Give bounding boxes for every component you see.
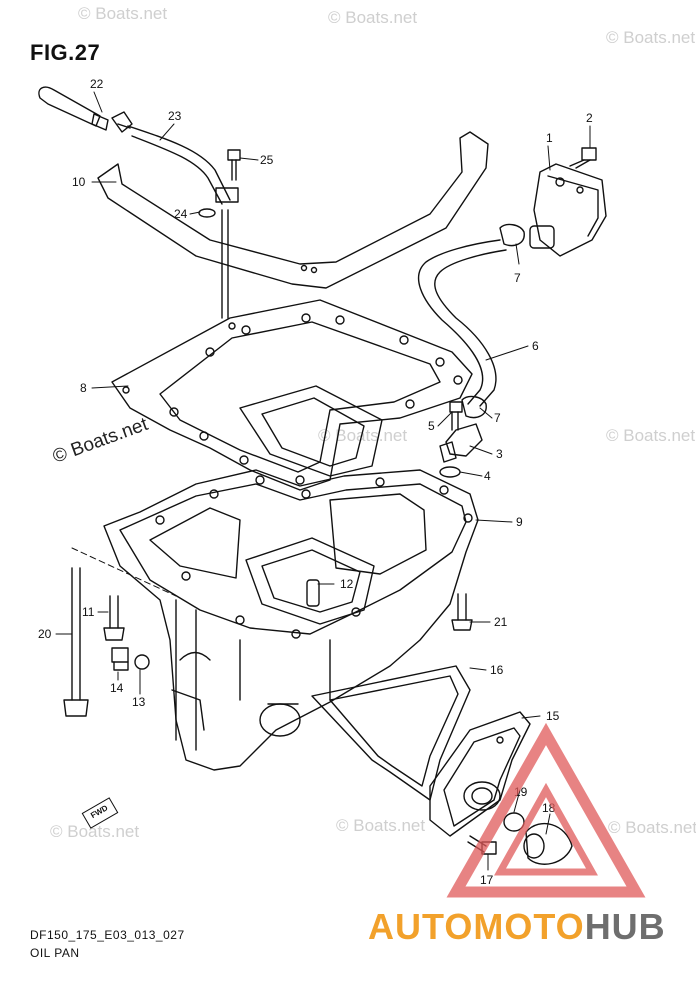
callout-16: 16 — [490, 663, 504, 677]
flange-bolt-part — [451, 593, 473, 631]
watermark: © Boats.net — [78, 4, 168, 23]
figure-code: DF150_175_E03_013_027 — [30, 928, 185, 942]
union-washer-part — [503, 812, 525, 832]
o-ring-part — [198, 208, 216, 218]
callout-13: 13 — [132, 695, 146, 709]
watermark: © Boats.net — [50, 822, 140, 841]
oil-pan-cover-part — [429, 711, 531, 837]
union-part — [463, 781, 501, 811]
callout-6: 6 — [532, 339, 539, 353]
watermark: © Boats.net — [318, 426, 408, 445]
callout-12: 12 — [340, 577, 354, 591]
washer-part — [134, 654, 150, 670]
callout-20: 20 — [38, 627, 52, 641]
watermark: © Boats.net — [608, 818, 696, 837]
callout-2: 2 — [586, 111, 593, 125]
callout-25: 25 — [260, 153, 274, 167]
callout-4: 4 — [484, 469, 491, 483]
bolt-part — [227, 149, 241, 181]
watermark: © Boats.net — [606, 426, 696, 445]
brand-part-hub: HUB — [584, 906, 666, 947]
hose-part — [417, 239, 507, 407]
callout-10: 10 — [72, 175, 86, 189]
thermostat-housing-part — [529, 163, 607, 257]
callout-14: 14 — [110, 681, 124, 695]
housing-bolt-part — [569, 147, 597, 169]
brand-wordmark: AUTOMOTOHUB — [368, 906, 666, 948]
callout-22: 22 — [90, 77, 104, 91]
hose-clamp-part — [461, 395, 487, 419]
callout-24: 24 — [174, 207, 188, 221]
callout-7: 7 — [514, 271, 521, 285]
figure-name: OIL PAN — [30, 946, 80, 960]
brand-logo-triangle — [446, 722, 646, 898]
pipe-o-ring-part — [439, 466, 461, 478]
short-bolt-part — [103, 595, 125, 641]
callout-23: 23 — [168, 109, 182, 123]
brand-part-moto: MOTO — [473, 906, 585, 947]
callout-1: 1 — [546, 131, 553, 145]
callout-21: 21 — [494, 615, 508, 629]
callout-7: 7 — [494, 411, 501, 425]
watermark: © Boats.net — [606, 28, 696, 47]
callout-5: 5 — [428, 419, 435, 433]
callout-8: 8 — [80, 381, 87, 395]
brand-part-auto: AUTO — [368, 906, 474, 947]
dipstick-part — [38, 86, 133, 133]
gasket-part — [111, 299, 473, 491]
figure-title: FIG.27 — [30, 40, 101, 65]
bracket-part — [97, 131, 489, 289]
pipe-bolt-part — [449, 401, 463, 431]
drain-bolt-part — [111, 647, 129, 671]
dowel-part — [306, 579, 320, 607]
long-bolt-part — [63, 567, 89, 717]
watermark: © Boats.net — [328, 8, 418, 27]
watermark: © Boats.net — [336, 816, 426, 835]
plug-part — [523, 822, 573, 865]
callout-3: 3 — [496, 447, 503, 461]
callout-15: 15 — [546, 709, 560, 723]
callout-11: 11 — [82, 605, 95, 619]
oil-pan-part — [103, 469, 479, 771]
callout-17: 17 — [480, 873, 494, 887]
callout-9: 9 — [516, 515, 523, 529]
pipe-part — [439, 423, 483, 463]
cover-gasket-part — [311, 665, 471, 801]
hose-clamp-part — [499, 223, 525, 247]
